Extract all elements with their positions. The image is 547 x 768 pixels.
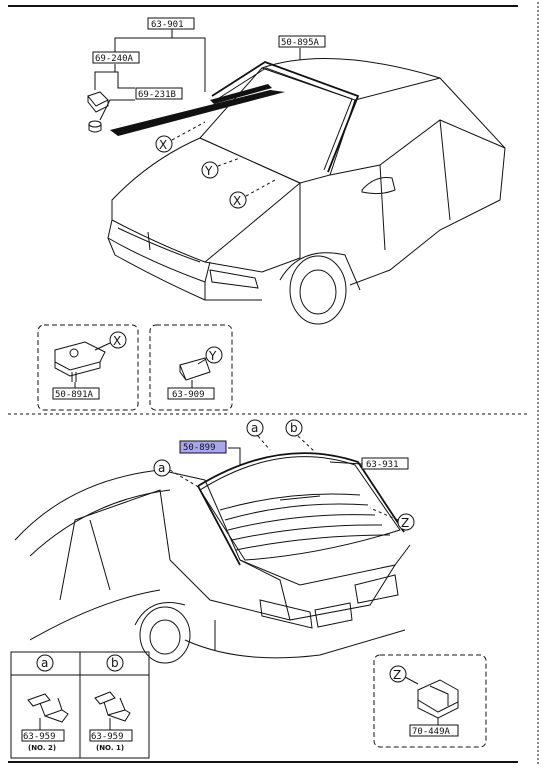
- svg-text:X: X: [113, 334, 121, 348]
- part-number: 63-909: [172, 390, 205, 400]
- svg-text:a: a: [158, 461, 165, 475]
- part-label-50-895a[interactable]: 50-895A: [278, 35, 326, 48]
- part-label-63-959-no2[interactable]: 63-959: [21, 729, 65, 742]
- svg-text:a: a: [251, 421, 258, 435]
- part-label-50-899[interactable]: 50-899: [179, 440, 227, 454]
- svg-text:X: X: [233, 194, 241, 208]
- svg-text:Y: Y: [208, 349, 217, 363]
- svg-text:X: X: [159, 138, 167, 152]
- callout-a-side: a: [153, 459, 201, 489]
- part-number: 63-959: [91, 732, 124, 742]
- svg-text:Y: Y: [204, 164, 213, 178]
- part-label-63-909[interactable]: 63-909: [167, 387, 215, 400]
- part-label-69-240a[interactable]: 69-240A: [92, 51, 140, 64]
- svg-text:Z: Z: [393, 668, 401, 682]
- svg-text:Z: Z: [401, 516, 409, 530]
- detail-box-ab: a 63-959 (NO. 2) b 63-959 (NO. 1): [10, 651, 150, 759]
- callout-x-upper: X: [155, 121, 206, 153]
- part-number: 69-240A: [95, 54, 134, 64]
- part-number: 63-959: [23, 732, 56, 742]
- part-number: 63-931: [366, 460, 399, 470]
- callout-y: Y: [201, 157, 241, 179]
- part-number: 50-899: [183, 443, 216, 453]
- detail-box-y: Y 63-909: [149, 324, 233, 411]
- part-label-63-901[interactable]: 63-901: [147, 17, 195, 30]
- rear-car-illustration: [14, 452, 411, 664]
- svg-text:a: a: [41, 656, 48, 670]
- part-note: (NO. 2): [28, 744, 56, 752]
- part-note: (NO. 1): [96, 744, 124, 752]
- part-number: 63-901: [151, 20, 184, 30]
- part-number: 70-449A: [412, 727, 451, 737]
- part-number: 69-231B: [138, 90, 176, 100]
- wiper-strip: [110, 90, 285, 136]
- retainer-clip: [87, 91, 109, 133]
- part-label-63-931[interactable]: 63-931: [361, 457, 409, 470]
- detail-box-x: X 50-891A: [37, 324, 139, 411]
- svg-text:b: b: [290, 421, 298, 435]
- part-label-50-891a[interactable]: 50-891A: [52, 387, 100, 400]
- part-label-70-449a[interactable]: 70-449A: [409, 724, 459, 737]
- detail-b: b 63-959 (NO. 1): [89, 654, 133, 752]
- callout-x-lower: X: [229, 179, 276, 209]
- callout-b: b: [285, 419, 316, 453]
- part-label-69-231b[interactable]: 69-231B: [135, 87, 183, 100]
- svg-text:b: b: [111, 656, 119, 670]
- detail-box-z: Z 70-449A: [373, 654, 487, 748]
- front-weatherstrip: [211, 61, 360, 173]
- part-label-63-959-no1[interactable]: 63-959: [89, 729, 133, 742]
- callout-a-top: a: [246, 419, 271, 451]
- detail-a: a 63-959 (NO. 2): [21, 654, 69, 752]
- callout-z: Z: [369, 507, 415, 531]
- part-number: 50-895A: [281, 38, 320, 48]
- part-number: 50-891A: [55, 390, 94, 400]
